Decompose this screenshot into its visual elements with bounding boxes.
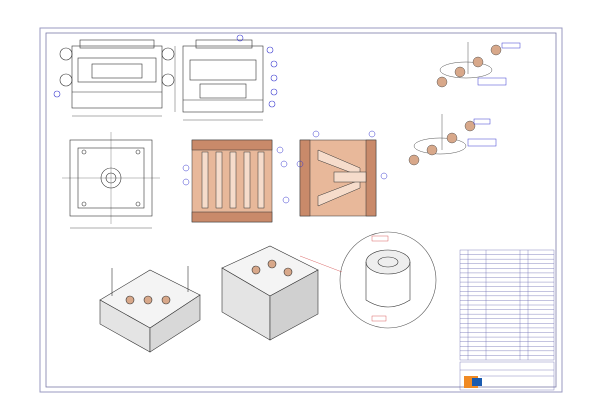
side-view xyxy=(174,34,278,121)
sheet-inner-border xyxy=(45,32,557,388)
mold-isometric-closed xyxy=(221,245,319,341)
detail-view-circle xyxy=(299,231,437,329)
title-block xyxy=(459,361,555,391)
parts-list-table xyxy=(459,249,555,361)
part-runner-isometric-2 xyxy=(408,114,497,166)
top-view xyxy=(62,132,160,229)
part-runner-isometric-1 xyxy=(436,42,521,88)
sheet-outer-border xyxy=(39,27,563,393)
section-view-b xyxy=(296,130,388,217)
mold-isometric-open xyxy=(99,266,201,353)
section-view-a xyxy=(182,139,290,223)
front-view xyxy=(53,39,175,117)
